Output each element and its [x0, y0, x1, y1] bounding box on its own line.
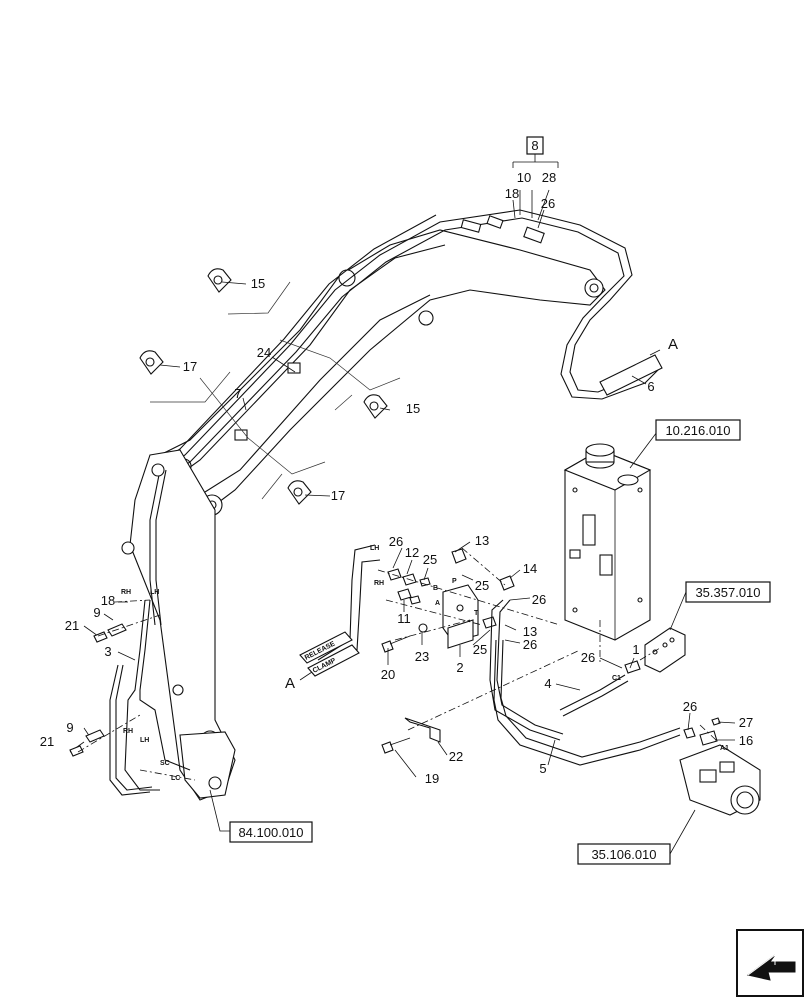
- callout-20: 20: [381, 667, 395, 682]
- bolt-20: [381, 635, 411, 653]
- callout-23: 23: [415, 649, 429, 664]
- callout-25-a: 25: [423, 552, 437, 567]
- callout-16: 16: [739, 733, 753, 748]
- cut-lines: [150, 281, 401, 500]
- port-a: A: [435, 600, 440, 607]
- callout-9-b: 9: [66, 720, 73, 735]
- bracket-22: [404, 717, 441, 743]
- callout-18-left: 18: [101, 593, 115, 608]
- callout-25-b: 25: [475, 578, 489, 593]
- ref-pump-label: 35.106.010: [591, 847, 656, 862]
- callout-25-c: 25: [473, 642, 487, 657]
- ref-box-coupler: 84.100.010: [229, 821, 313, 843]
- port-rh-low: RH: [123, 728, 133, 735]
- callout-24: 24: [257, 345, 271, 360]
- callout-9-a: 9: [93, 605, 100, 620]
- hose-6-end: [599, 354, 663, 396]
- ref-coupler-label: 84.100.010: [238, 825, 303, 840]
- callout-26-v3: 26: [523, 637, 537, 652]
- hydraulic-pump: [679, 744, 761, 816]
- washer-23: [418, 623, 428, 633]
- callout-2: 2: [456, 660, 463, 675]
- clamp-15-top: [207, 268, 232, 293]
- callout-10: 10: [517, 170, 531, 185]
- callout-7: 7: [234, 386, 241, 401]
- ref-box-tank: 10.216.010: [655, 419, 741, 441]
- valve-block: [644, 627, 686, 673]
- port-lc: LC: [171, 775, 180, 782]
- port-lh-top: LH: [370, 545, 379, 552]
- callout-13-b: 13: [523, 624, 537, 639]
- port-b: B: [433, 585, 438, 592]
- port-labels: LH RH B A P T C1 A1 RH LH RH LH SC LC: [121, 545, 729, 782]
- hydraulic-tank: [563, 443, 652, 641]
- callout-17-b: 17: [331, 488, 345, 503]
- callout-11: 11: [397, 611, 411, 626]
- callout-26-top: 26: [541, 196, 555, 211]
- ref-box-pump: 35.106.010: [577, 843, 671, 865]
- clamp-17-bottom: [287, 480, 312, 505]
- callout-26-pump: 26: [683, 699, 697, 714]
- callout-5: 5: [539, 761, 546, 776]
- ref-box-valve: 35.357.010: [685, 581, 771, 603]
- callout-27: 27: [739, 715, 753, 730]
- port-rh-top: RH: [374, 580, 384, 587]
- port-c1: C1: [612, 675, 621, 682]
- callout-15-a: 15: [251, 276, 265, 291]
- callout-8-bracket: [512, 136, 559, 168]
- port-lh-arm: LH: [150, 589, 159, 596]
- callout-15-b: 15: [406, 401, 420, 416]
- callout-4: 4: [544, 676, 551, 691]
- callout-17-a: 17: [183, 359, 197, 374]
- excavator-arm: [109, 449, 236, 801]
- callout-1: 1: [632, 642, 639, 657]
- callout-22: 22: [449, 749, 463, 764]
- port-rh-arm: RH: [121, 589, 131, 596]
- port-lh-low: LH: [140, 737, 149, 744]
- callout-21-a: 21: [65, 618, 79, 633]
- callout-18-top: 18: [505, 186, 519, 201]
- ref-tank-label: 10.216.010: [665, 423, 730, 438]
- port-sc: SC: [160, 760, 170, 767]
- bolt-19: [381, 737, 411, 754]
- port-p: P: [452, 578, 457, 585]
- callout-numbers: 8 10 28 18 26 15 24 17 7 15 17 6 13 26 1…: [40, 138, 753, 786]
- section-mark-a-left: A: [285, 675, 295, 692]
- clamp-17-left: [139, 350, 164, 375]
- port-a1: A1: [720, 745, 729, 752]
- navigation-arrow-icon: [736, 929, 804, 997]
- callout-21-b: 21: [40, 734, 54, 749]
- callout-8: 8: [531, 138, 538, 153]
- hose-tags: RELEASE CLAMP: [299, 631, 360, 677]
- ref-valve-label: 35.357.010: [695, 585, 760, 600]
- assembly-lines: [77, 547, 717, 781]
- callout-6: 6: [647, 379, 654, 394]
- arm-fasteners: [69, 623, 127, 757]
- callout-26-v1: 26: [389, 534, 403, 549]
- callout-13-a: 13: [475, 533, 489, 548]
- callout-12: 12: [405, 545, 419, 560]
- callout-3: 3: [104, 644, 111, 659]
- section-mark-a-right: A: [668, 336, 678, 353]
- clamp-15-mid: [363, 394, 388, 419]
- shuttle-valve: [442, 584, 479, 649]
- callout-14: 14: [523, 561, 537, 576]
- callout-26-tank: 26: [581, 650, 595, 665]
- port-t: T: [474, 610, 479, 617]
- callout-28: 28: [542, 170, 556, 185]
- callout-19: 19: [425, 771, 439, 786]
- callout-26-v2: 26: [532, 592, 546, 607]
